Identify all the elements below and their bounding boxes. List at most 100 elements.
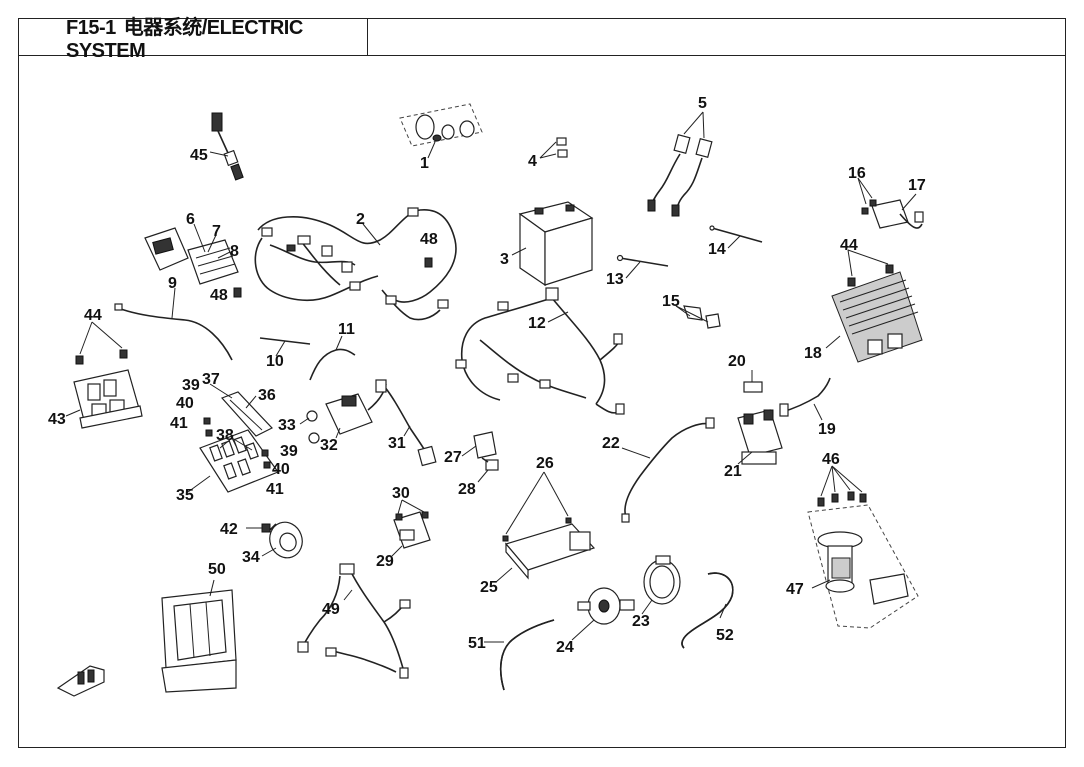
callout-3: 3 [500, 251, 509, 268]
relay-27 [473, 431, 497, 459]
callout-14: 14 [708, 241, 726, 258]
horn-34 [269, 521, 303, 559]
strap-13 [616, 254, 669, 267]
callout-11: 11 [338, 321, 355, 338]
callout-19: 19 [818, 421, 836, 438]
callout-45: 45 [190, 147, 208, 164]
fuel-hose-51 [499, 619, 555, 691]
callout-40a: 40 [176, 395, 194, 412]
callout-43: 43 [48, 411, 66, 428]
callout-13: 13 [606, 271, 624, 288]
callout-8: 8 [230, 243, 239, 260]
callout-48a: 48 [420, 231, 438, 248]
callout-26: 26 [536, 455, 554, 472]
title-divider [18, 55, 1066, 56]
callout-1: 1 [420, 155, 429, 172]
callout-20: 20 [728, 353, 746, 370]
regulator-18 [831, 264, 923, 363]
fuel-filter-24 [577, 587, 635, 625]
callout-labels: 1 2 3 4 5 6 7 8 9 10 11 12 13 14 15 16 1… [48, 95, 926, 656]
callout-12: 12 [528, 315, 546, 332]
sensor-17 [861, 199, 924, 229]
callout-51: 51 [468, 635, 486, 652]
callout-50: 50 [208, 561, 226, 578]
callout-49: 49 [322, 601, 340, 618]
callout-40b: 40 [272, 461, 290, 478]
callout-41a: 41 [170, 415, 188, 432]
callout-16: 16 [848, 165, 866, 182]
ignition-switch [399, 103, 483, 147]
callout-39a: 39 [182, 377, 200, 394]
callout-39b: 39 [280, 443, 298, 460]
sub-harness-12 [455, 287, 625, 415]
callout-41b: 41 [266, 481, 284, 498]
switch-assembly-6-7-8 [144, 227, 239, 285]
callout-48b: 48 [210, 287, 228, 304]
callout-24: 24 [556, 639, 574, 656]
callout-37: 37 [202, 371, 220, 388]
callout-6: 6 [186, 211, 195, 228]
fuel-hose-52 [681, 572, 734, 649]
callout-44b: 44 [840, 237, 858, 254]
bracket-29 [393, 511, 431, 549]
relay-bracket-43 [73, 349, 143, 429]
front-arrow-icon [56, 665, 105, 697]
callout-23: 23 [632, 613, 650, 630]
cable-22 [621, 417, 715, 523]
brake-switch-5 [647, 133, 713, 217]
screw-48 [233, 257, 433, 298]
title-code: F15-1 [66, 16, 116, 39]
callout-47: 47 [786, 581, 804, 598]
cable-19 [779, 377, 831, 417]
ignition-coil-32 [306, 383, 387, 444]
drawing-frame [18, 18, 1066, 748]
clip-15 [683, 305, 721, 329]
callout-4: 4 [528, 153, 537, 170]
callout-10: 10 [266, 353, 284, 370]
starter-relay-21 [737, 409, 783, 465]
callout-52: 52 [716, 627, 734, 644]
callout-15: 15 [662, 293, 680, 310]
spark-plug-cap-31 [375, 379, 437, 467]
wire-11 [309, 348, 356, 381]
callout-35: 35 [176, 487, 194, 504]
title-name: 电器系统/ELECTRIC SYSTEM [66, 16, 303, 62]
fuel-pump-47 [807, 491, 919, 629]
callout-36: 36 [258, 387, 276, 404]
callout-18: 18 [804, 345, 822, 362]
callout-5: 5 [698, 95, 707, 112]
callout-27: 27 [444, 449, 462, 466]
callout-33: 33 [278, 417, 296, 434]
wire-harness-2 [254, 207, 457, 321]
o2-sensor-45 [211, 112, 244, 181]
callout-7: 7 [212, 223, 221, 240]
callout-32: 32 [320, 437, 338, 454]
socket-28 [481, 457, 499, 471]
callout-44a: 44 [84, 307, 102, 324]
callout-9: 9 [168, 275, 177, 292]
callout-29: 29 [376, 553, 394, 570]
clamp-23 [643, 555, 681, 605]
fuse-cover-36 [220, 391, 273, 437]
callout-46: 46 [822, 451, 840, 468]
callout-25: 25 [480, 579, 498, 596]
callout-17: 17 [908, 177, 926, 194]
harness-49 [297, 563, 411, 679]
battery-3 [518, 201, 594, 287]
callout-28: 28 [458, 481, 476, 498]
ecu-25 [502, 517, 596, 580]
callout-2: 2 [356, 211, 365, 228]
callout-22: 22 [602, 435, 620, 452]
callout-34: 34 [242, 549, 260, 566]
wire-9 [114, 303, 233, 361]
battery-bolt-4 [556, 137, 568, 158]
callout-21: 21 [724, 463, 742, 480]
cap-20 [743, 381, 763, 393]
strap-14 [709, 225, 763, 243]
callout-31: 31 [388, 435, 406, 452]
callout-42: 42 [220, 521, 238, 538]
bolt-42 [261, 523, 271, 533]
